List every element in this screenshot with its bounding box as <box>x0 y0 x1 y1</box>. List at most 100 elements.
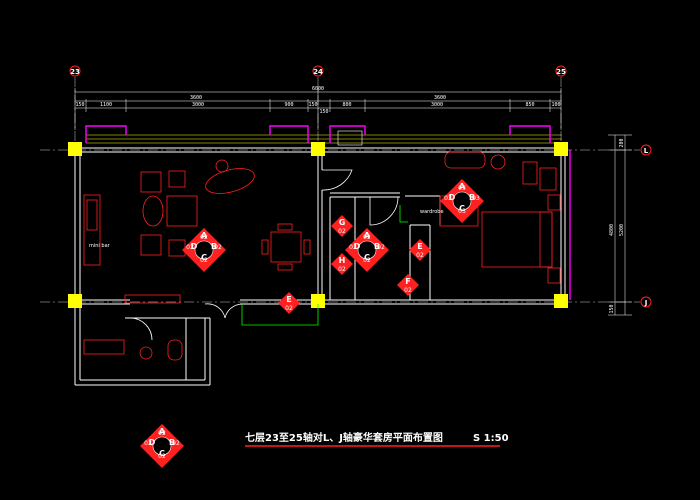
index-tag-circle <box>152 436 172 456</box>
index-tag-letter: B <box>374 242 380 251</box>
single-tag-letter: G <box>339 218 346 227</box>
drawing-scale: S 1:50 <box>473 433 509 444</box>
index-tag-circle <box>452 191 472 211</box>
index-tag-letter: A <box>201 231 208 240</box>
top-dimensions <box>74 88 562 130</box>
index-tag-number: 02 <box>172 440 180 447</box>
dim-seg-l4: 150 <box>308 102 317 108</box>
axis-J-label: J <box>644 299 648 307</box>
tag-E-bottom: E02 <box>278 292 300 314</box>
index-tag-number: 03 <box>458 185 466 192</box>
index-tag-circle <box>357 240 377 260</box>
dim-seg-l2: 3000 <box>192 102 204 108</box>
column-23J <box>68 294 82 308</box>
index-tag-number: 02 <box>363 234 371 241</box>
chair <box>215 159 229 173</box>
column-23L <box>68 142 82 156</box>
axis-23-label: 23 <box>70 68 80 76</box>
index-tag-letter: A <box>459 182 466 191</box>
single-tag-diamond <box>331 253 353 275</box>
sofa <box>166 195 198 227</box>
axis-23: 23 <box>69 65 81 77</box>
index-tag-number: 02 <box>200 234 208 241</box>
column-25L <box>554 142 568 156</box>
dim-span-right: 3600 <box>434 95 446 101</box>
index-tag-number: 02 <box>349 244 357 251</box>
single-tag-diamond <box>331 215 353 237</box>
aircon-unit <box>337 130 363 146</box>
index-tag-number: 03 <box>444 195 452 202</box>
index-tag-number: 02 <box>144 440 152 447</box>
single-tag-number: 02 <box>404 287 412 294</box>
right-dimensions <box>608 134 632 316</box>
index-tag-number: 02 <box>158 453 166 460</box>
side-table-1 <box>168 170 186 188</box>
dim-right-total: 5200 <box>619 224 625 236</box>
index-tag-number: 03 <box>458 208 466 215</box>
vanity <box>83 339 125 355</box>
single-tag-diamond <box>278 292 300 314</box>
axis-25: 25 <box>555 65 567 77</box>
single-tag-letter: E <box>417 242 422 251</box>
bath-fixtures <box>83 339 183 361</box>
dim-span-left: 3600 <box>190 95 202 101</box>
axis-24-label: 24 <box>313 68 323 76</box>
column-25J <box>554 294 568 308</box>
single-tag-letter: F <box>405 277 410 286</box>
index-tag-letter: D <box>449 193 456 202</box>
dim-seg-l1: 1100 <box>100 102 112 108</box>
column-24J <box>311 294 325 308</box>
single-tag-diamond <box>397 274 419 296</box>
nightstand-2 <box>547 267 561 284</box>
index-tag-letter: B <box>169 438 175 447</box>
toilet <box>167 339 183 361</box>
room-label-0: mini bar <box>89 243 111 249</box>
nightstand-1 <box>547 194 561 211</box>
columns <box>68 142 568 308</box>
armchair-1 <box>140 171 162 193</box>
dresser <box>522 161 538 185</box>
single-tag-letter: E <box>286 295 291 304</box>
dim-seg-l3: 900 <box>284 102 293 108</box>
tag-E-bath: E02 <box>409 239 431 261</box>
index-tag-letter: A <box>364 231 371 240</box>
dim-seg-r2: 3000 <box>431 102 443 108</box>
dim-seg-r4: 100 <box>551 102 560 108</box>
tag-H: H02 <box>331 253 353 275</box>
axis-25-label: 25 <box>556 68 566 76</box>
index-tag-letter: B <box>211 242 217 251</box>
single-tag-number: 02 <box>285 305 293 312</box>
index-tag-number: 02 <box>158 430 166 437</box>
tag-G: G02 <box>331 215 353 237</box>
console <box>124 294 181 304</box>
doors <box>129 169 408 341</box>
single-tag-number: 02 <box>416 252 424 259</box>
index-tag-number: 02 <box>214 244 222 251</box>
index-tag-letter: D <box>149 438 156 447</box>
axis-J: J <box>640 296 652 308</box>
index-tag-number: 02 <box>200 257 208 264</box>
single-tag-number: 02 <box>338 228 346 235</box>
tag-F: F02 <box>397 274 419 296</box>
dining-table <box>270 231 302 263</box>
index-tag-letter: C <box>364 253 370 262</box>
index-tag-letter: A <box>159 427 166 436</box>
dim-seg-l0: 150 <box>75 102 84 108</box>
index-tag-number: 02 <box>186 244 194 251</box>
dim-right-bottom: 150 <box>609 304 615 313</box>
single-tag-diamond <box>409 239 431 261</box>
dim-right-inner: 4800 <box>609 224 615 236</box>
axis-L: L <box>640 144 652 156</box>
axis-L-label: L <box>644 147 649 155</box>
dim-right-top: 200 <box>619 138 625 147</box>
armchair-2 <box>140 234 162 256</box>
living-furniture <box>83 159 311 304</box>
bedroom-furniture <box>439 151 561 284</box>
index-tag-letter: D <box>191 242 198 251</box>
dim-seg-r1: 150 <box>319 109 328 115</box>
